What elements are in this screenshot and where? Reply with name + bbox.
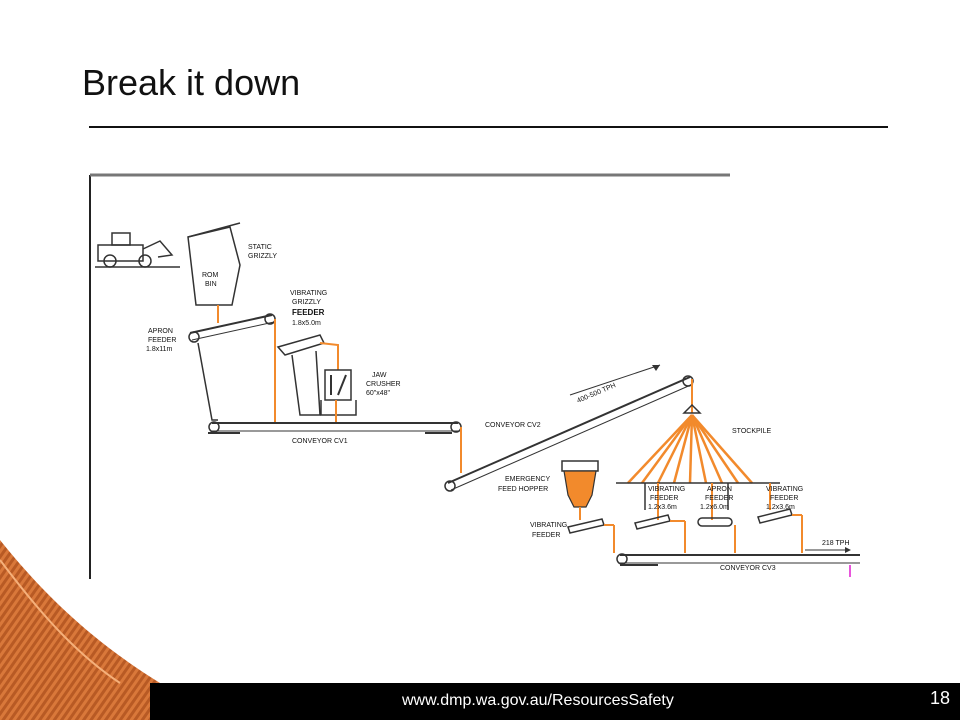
static-grizzly [187, 222, 241, 238]
stockpile-label: STOCKPILE [732, 428, 771, 435]
vibrating-feeder-1 [634, 514, 671, 530]
slide-footer [0, 683, 960, 720]
vf2-label-2: FEEDER [770, 495, 798, 502]
vgf-label-1: VIBRATING [290, 290, 327, 297]
vf-left-label-1: VIBRATING [530, 522, 567, 529]
af2-label-3: 1.2x6.0m [700, 504, 729, 511]
footer-bar [150, 683, 960, 720]
apron-feeder-label-1: APRON [148, 328, 173, 335]
footer-url[interactable]: www.dmp.wa.gov.au/ResourcesSafety [402, 692, 674, 709]
conveyor-cv2 [447, 376, 691, 484]
jaw-crusher-label-2: CRUSHER [366, 381, 401, 388]
apron-feeder-2 [697, 517, 733, 527]
vibrating-feeder-left [567, 518, 605, 534]
crushing-plant-flow-diagram: STATIC GRIZZLY ROM BIN APRON FEEDER 1.8x… [89, 173, 860, 579]
rom-bin [187, 226, 241, 306]
decorative-swoosh [0, 540, 160, 720]
vf1-label-3: 1.2x3.6m [648, 504, 677, 511]
jaw-crusher-label-3: 60"x48" [366, 390, 391, 397]
apron-feeder-belt [189, 314, 273, 334]
vgf-label-3: FEEDER [292, 308, 325, 317]
output-rate-label: 218 TPH [822, 540, 850, 547]
static-grizzly-label-2: GRIZZLY [248, 253, 277, 260]
efh-label-1: EMERGENCY [505, 476, 550, 483]
cv2-rate-label: 400-500 TPH [576, 382, 617, 405]
vf2-label-3: 1.2x3.6m [766, 504, 795, 511]
jaw-crusher-label-1: JAW [372, 372, 387, 379]
vgf-label-4: 1.8x5.0m [292, 320, 321, 327]
conveyor-cv1-label: CONVEYOR CV1 [292, 438, 348, 445]
page-number: 18 [930, 688, 951, 708]
title-divider [89, 126, 888, 128]
vgf-label-2: GRIZZLY [292, 299, 321, 306]
vf1-label-2: FEEDER [650, 495, 678, 502]
vf2-label-1: VIBRATING [766, 486, 803, 493]
apron-feeder-label-2: FEEDER [148, 337, 176, 344]
rom-bin-label-1: ROM [202, 272, 219, 279]
conveyor-cv3-label: CONVEYOR CV3 [720, 565, 776, 572]
front-end-loader-icon [97, 232, 174, 268]
efh-label-2: FEED HOPPER [498, 486, 548, 493]
jaw-crusher [324, 369, 352, 401]
vibrating-grizzly-feeder [276, 334, 326, 356]
af2-label-2: FEEDER [705, 495, 733, 502]
stockpile [627, 414, 753, 484]
emergency-feed-hopper [563, 470, 597, 508]
conveyor-cv2-label: CONVEYOR CV2 [485, 422, 541, 429]
slide-title: Break it down [82, 62, 301, 103]
apron-feeder-label-3: 1.8x11m [146, 346, 172, 353]
rom-bin-label-2: BIN [205, 281, 217, 288]
vf-left-label-2: FEEDER [532, 532, 560, 539]
vibrating-feeder-2 [757, 508, 793, 524]
static-grizzly-label-1: STATIC [248, 244, 272, 251]
af2-label-1: APRON [707, 486, 732, 493]
vf1-label-1: VIBRATING [648, 486, 685, 493]
